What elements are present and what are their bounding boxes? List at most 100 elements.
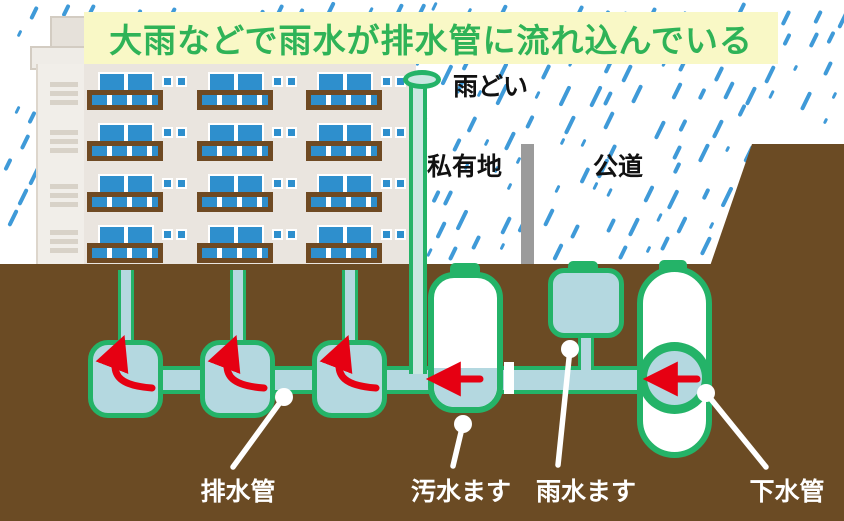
balcony-railing [197, 90, 273, 110]
balcony-railing [306, 141, 382, 161]
raindrop-icon [558, 84, 572, 107]
raindrop-icon [799, 90, 812, 111]
tower-window-slat [50, 184, 78, 189]
small-window [272, 76, 283, 87]
raindrop-icon [430, 189, 441, 204]
raindrop-icon [630, 84, 643, 105]
raindrop-icon [543, 208, 555, 227]
raindrop-icon [448, 245, 459, 261]
raindrop-icon [822, 117, 829, 125]
raindrop-icon [831, 91, 838, 99]
raindrop-icon [603, 110, 615, 130]
raindrop-icon [672, 161, 682, 175]
raindrop-icon [569, 223, 581, 240]
raindrop-icon [455, 208, 469, 231]
tower-window-slat [50, 248, 78, 253]
raindrop-icon [676, 216, 688, 234]
raindrop-icon [442, 190, 454, 207]
balcony-railing [306, 90, 382, 110]
tower-window-slat [50, 91, 78, 96]
small-window [176, 178, 187, 189]
tower-window-slat [50, 193, 78, 198]
raindrop-icon [697, 87, 707, 101]
raindrop-icon [7, 209, 20, 228]
window-pane [345, 174, 373, 198]
raindrop-icon [660, 236, 671, 252]
raindrop-icon [28, 5, 39, 21]
raindrop-icon [701, 187, 711, 201]
small-window [286, 127, 297, 138]
private-land-label: 私有地 [427, 153, 503, 181]
balcony-railing [197, 141, 273, 161]
sewer-junction-circle [638, 342, 711, 414]
raindrop-icon [656, 212, 663, 222]
public-road-label: 公道 [593, 153, 644, 181]
small-window [272, 229, 283, 240]
raindrop-icon [617, 244, 628, 260]
raindrop-icon [712, 118, 725, 138]
raindrop-icon [563, 115, 577, 135]
balcony-railing [197, 243, 273, 263]
rainwater-basin-pipe [578, 330, 594, 370]
raindrop-icon [504, 131, 517, 151]
raindrop-icon [534, 90, 541, 99]
building-drain-pipe [342, 270, 358, 346]
raindrop-icon [781, 9, 792, 26]
raindrop-icon [643, 185, 655, 204]
small-window [162, 229, 173, 240]
sewage-basin-label: 汚水ます [410, 478, 512, 506]
raindrop-icon [588, 85, 603, 108]
raindrop-icon [708, 221, 715, 230]
sewer-pipe-label: 下水管 [749, 478, 825, 506]
rainwater-basin [548, 268, 624, 338]
small-window [381, 178, 392, 189]
tower-window-slat [50, 130, 78, 135]
raindrop-icon [552, 243, 564, 262]
balcony-railing [197, 192, 273, 212]
tower-window-slat [50, 139, 78, 144]
small-window [286, 178, 297, 189]
raindrop-icon [440, 64, 454, 86]
sewage-basin [428, 272, 503, 413]
building-drain-pipe [118, 270, 134, 346]
tower-window-slat [50, 230, 78, 235]
raindrop-icon [605, 217, 616, 234]
building-drain-pipe [230, 270, 246, 346]
raindrop-icon [678, 119, 688, 133]
raindrop-icon [471, 235, 482, 251]
raindrop-icon [559, 137, 566, 146]
raindrop-icon [836, 10, 844, 29]
raindrop-icon [499, 242, 506, 250]
building-stair-tower [36, 64, 86, 273]
raindrop-icon [430, 1, 438, 11]
pipe-joint [504, 362, 514, 394]
raindrop-icon [809, 32, 820, 49]
raindrop-icon [466, 115, 478, 133]
small-window [395, 127, 406, 138]
tower-window-slat [50, 148, 78, 153]
small-window [272, 178, 283, 189]
raindrop-icon [627, 217, 641, 237]
raindrop-icon [812, 9, 823, 25]
raindrop-icon [602, 90, 614, 106]
small-window [286, 229, 297, 240]
raindrop-icon [671, 144, 682, 161]
drain-pipe-label: 排水管 [200, 478, 276, 506]
rainwater-basin-cap [568, 261, 598, 271]
balcony-railing [87, 243, 163, 263]
raindrop-icon [525, 114, 536, 129]
raindrop-icon [554, 185, 561, 194]
small-window [162, 178, 173, 189]
small-window [381, 76, 392, 87]
balcony-railing [87, 192, 163, 212]
rain-gutter-opening [403, 70, 441, 89]
raindrop-icon [16, 188, 29, 207]
page-title: 大雨などで雨水が排水管に流れ込んでいる [109, 22, 753, 59]
raindrop-icon [671, 82, 684, 101]
raindrop-icon [745, 86, 758, 107]
balcony-railing [87, 141, 163, 161]
raindrop-icon [499, 216, 512, 236]
tower-window-slat [50, 239, 78, 244]
raindrop-icon [700, 236, 713, 256]
raindrop-icon [654, 119, 667, 140]
